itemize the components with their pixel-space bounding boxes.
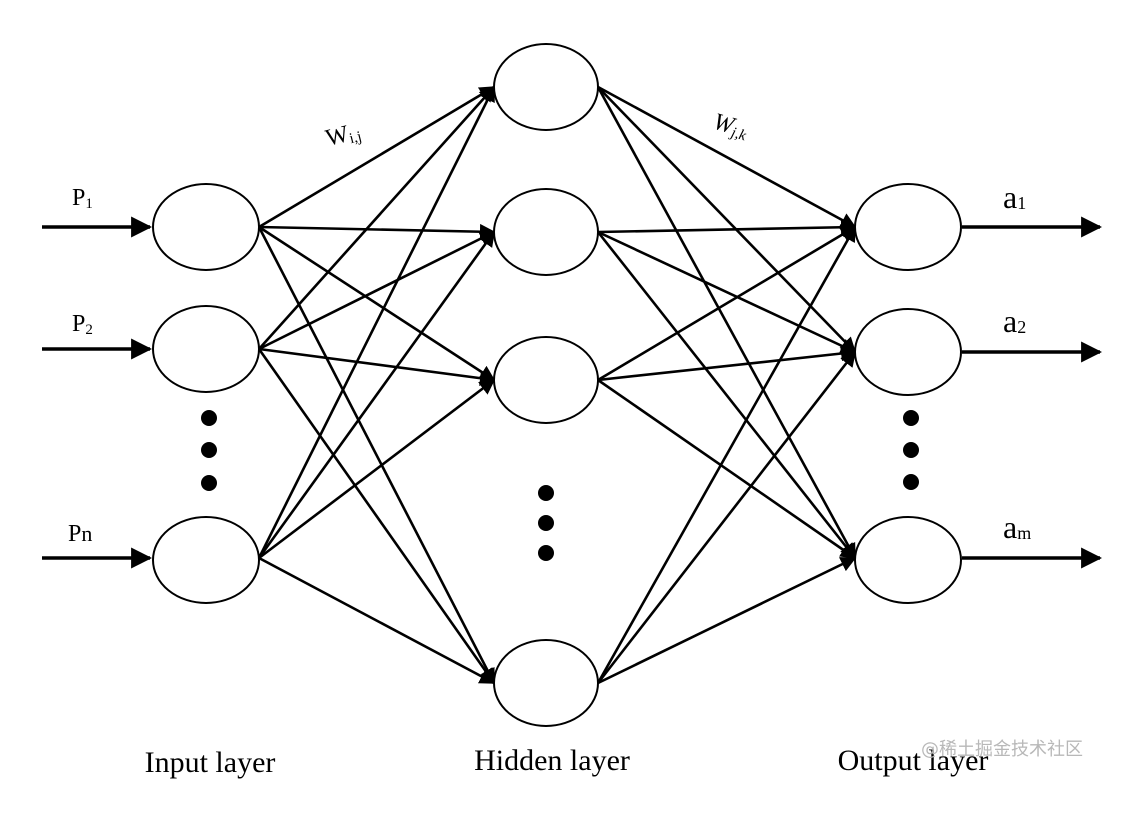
input-hidden-edge — [257, 230, 496, 559]
hidden-output-edge — [597, 345, 857, 382]
input-hidden-edge — [258, 85, 496, 350]
ellipsis-dot — [903, 474, 919, 490]
hidden-output-edge — [596, 86, 857, 560]
input-node-n — [152, 516, 260, 604]
input-hidden-edge — [258, 378, 496, 560]
output-node-1 — [854, 183, 962, 271]
hidden-layer-nodes — [493, 43, 599, 727]
output-arrows — [962, 216, 1103, 569]
ellipsis-dot — [201, 410, 217, 426]
input-hidden-edge — [258, 347, 496, 386]
input-label-1: P1 — [72, 185, 93, 212]
ellipsis-dot — [903, 442, 919, 458]
weight-label-ij: Wi,j — [323, 118, 363, 153]
hidden-node-last — [493, 639, 599, 727]
hidden-output-edge — [597, 86, 857, 354]
output-ellipsis-dots — [903, 410, 919, 490]
ellipsis-dot — [538, 545, 554, 561]
output-label-2: a2 — [1003, 303, 1026, 339]
hidden-node-3 — [493, 336, 599, 424]
input-node-1 — [152, 183, 260, 271]
input-hidden-edge — [258, 556, 496, 685]
input-hidden-edge — [257, 226, 496, 685]
input-ellipsis-dots — [201, 410, 217, 491]
input-hidden-edge — [257, 348, 496, 685]
output-label-m: am — [1003, 509, 1031, 545]
input-hidden-edge — [258, 223, 496, 240]
input-node-2 — [152, 305, 260, 393]
input-arrows — [42, 216, 153, 569]
input-hidden-edge — [258, 85, 496, 229]
ellipsis-dot — [201, 442, 217, 458]
ellipsis-dot — [903, 410, 919, 426]
input-label-n: Pn — [68, 521, 92, 547]
hidden-output-edge — [596, 350, 857, 684]
output-label-1: a1 — [1003, 179, 1026, 215]
ellipsis-dot — [538, 515, 554, 531]
input-hidden-edge — [258, 225, 496, 382]
output-layer-title: Output layer — [838, 744, 989, 777]
hidden-output-edge — [597, 556, 857, 685]
hidden-output-edge — [597, 225, 857, 382]
hidden-node-2 — [493, 188, 599, 276]
weight-label-jk: Wj,k — [710, 109, 751, 145]
hidden-output-edge — [596, 225, 857, 684]
input-layer-nodes — [152, 183, 260, 604]
input-layer-title: Input layer — [145, 746, 276, 779]
output-node-m — [854, 516, 962, 604]
hidden-output-edge — [597, 219, 857, 236]
ellipsis-dot — [201, 475, 217, 491]
watermark-text: @稀土掘金技术社区 — [921, 739, 1083, 760]
hidden-layer-title: Hidden layer — [474, 744, 630, 777]
output-layer-nodes — [854, 183, 962, 604]
hidden-output-edge — [596, 231, 857, 560]
hidden-output-edge — [597, 85, 857, 229]
hidden-output-edge — [597, 378, 857, 560]
hidden-output-edge — [597, 230, 857, 354]
hidden-ellipsis-dots — [538, 485, 554, 561]
hidden-output-connections — [596, 85, 857, 685]
input-hidden-connections — [257, 85, 496, 685]
input-hidden-edge — [258, 230, 496, 351]
output-node-2 — [854, 308, 962, 396]
hidden-node-1 — [493, 43, 599, 131]
ellipsis-dot — [538, 485, 554, 501]
input-label-2: P2 — [72, 311, 93, 338]
input-hidden-edge — [257, 85, 496, 559]
